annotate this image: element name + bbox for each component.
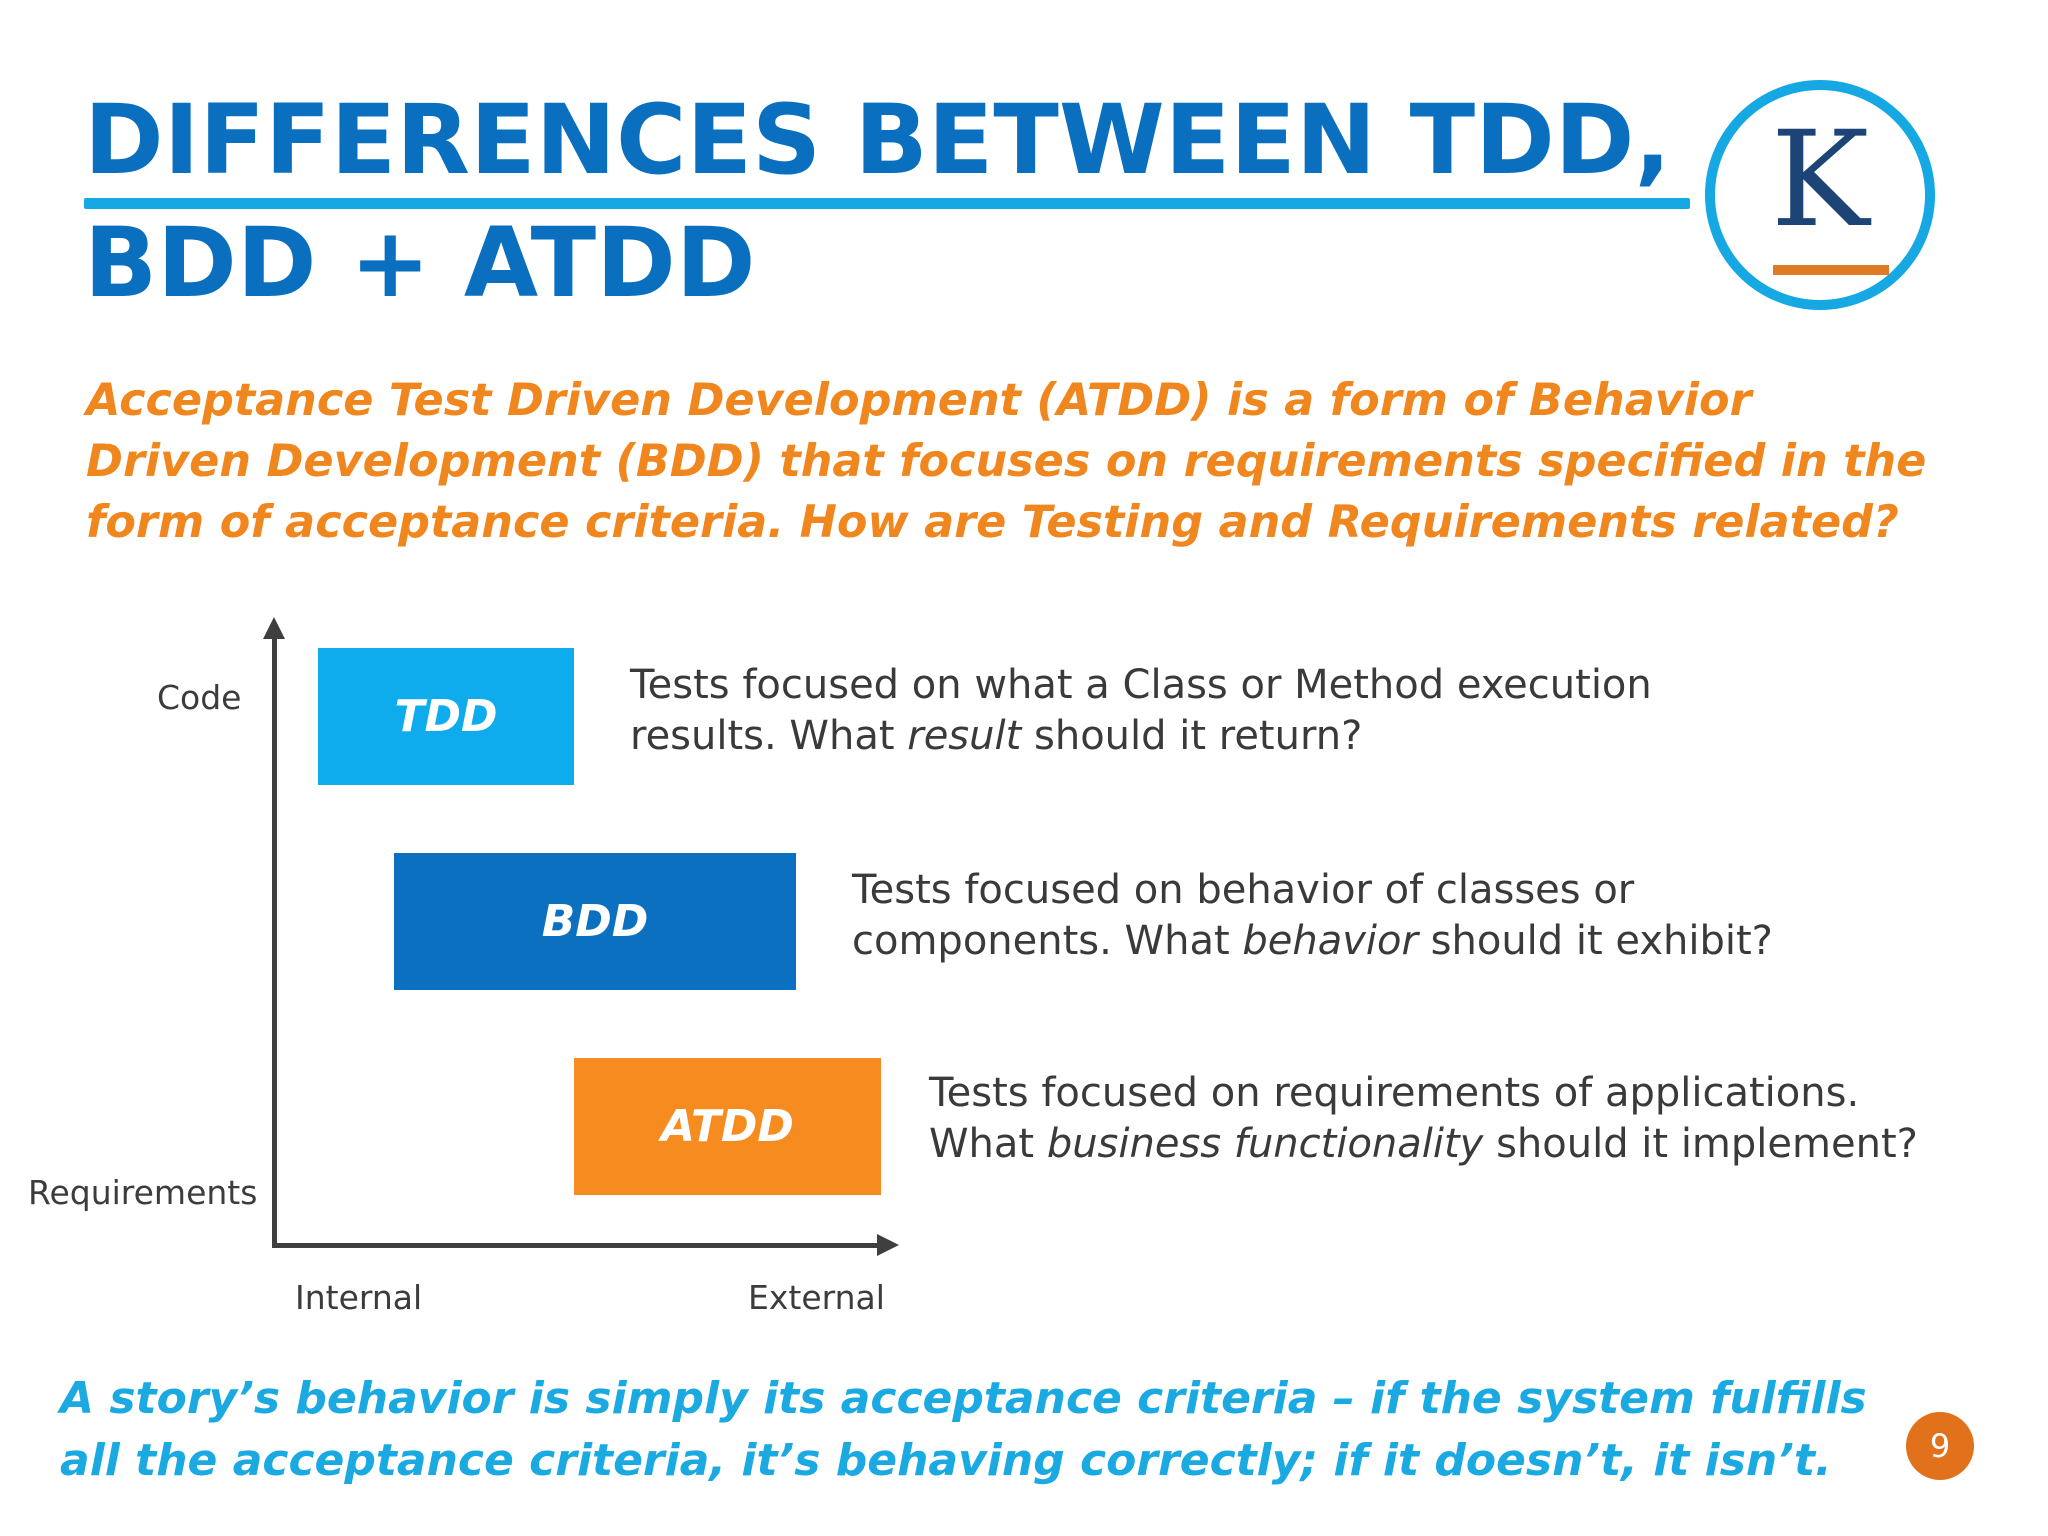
bdd-description: Tests focused on behavior of classes or …	[852, 865, 1773, 967]
k-logo-icon: K	[1705, 80, 1935, 310]
x-axis-left-label: Internal	[295, 1278, 423, 1317]
tdd-description-line-1: Tests focused on what a Class or Method …	[630, 662, 1652, 708]
atdd-description-line-2: What business functionality should it im…	[929, 1121, 1918, 1167]
bdd-description-line-2: components. What behavior should it exhi…	[852, 918, 1773, 964]
y-axis-top-label: Code	[157, 678, 242, 717]
summary-quote: A story’s behavior is simply its accepta…	[60, 1368, 1867, 1492]
intro-line: Acceptance Test Driven Development (ATDD…	[86, 375, 1752, 426]
tdd-box: TDD	[318, 648, 574, 785]
arrow-up-icon	[263, 617, 285, 639]
x-axis-line	[272, 1243, 887, 1248]
bdd-box: BDD	[394, 853, 796, 990]
tdd-description: Tests focused on what a Class or Method …	[630, 660, 1652, 762]
title-underline	[84, 198, 1690, 209]
y-axis-bottom-label: Requirements	[28, 1173, 258, 1212]
bdd-description-line-1: Tests focused on behavior of classes or	[852, 867, 1635, 913]
y-axis-line	[272, 625, 277, 1248]
logo-underline	[1773, 265, 1889, 275]
tdd-box-label: TDD	[394, 691, 498, 742]
x-axis-right-label: External	[748, 1278, 885, 1317]
intro-line: form of acceptance criteria. How are Tes…	[86, 497, 1899, 548]
intro-paragraph: Acceptance Test Driven Development (ATDD…	[86, 370, 1986, 553]
quote-line: all the acceptance criteria, it’s behavi…	[60, 1435, 1832, 1486]
arrow-right-icon	[877, 1234, 899, 1256]
quote-line: A story’s behavior is simply its accepta…	[60, 1373, 1867, 1424]
slide-title-line-2: BDD + ATDD	[84, 207, 756, 319]
logo-letter: K	[1770, 103, 1870, 257]
atdd-description: Tests focused on requirements of applica…	[929, 1068, 1918, 1170]
intro-line: Driven Development (BDD) that focuses on…	[86, 436, 1927, 487]
bdd-box-label: BDD	[541, 896, 649, 947]
slide-title-line-1: DIFFERENCES BETWEEN TDD,	[84, 84, 1671, 196]
tdd-description-line-2: results. What result should it return?	[630, 713, 1363, 759]
atdd-description-line-1: Tests focused on requirements of applica…	[929, 1070, 1860, 1116]
atdd-box-label: ATDD	[661, 1101, 794, 1152]
page-number-badge: 9	[1906, 1412, 1974, 1480]
atdd-box: ATDD	[574, 1058, 881, 1195]
